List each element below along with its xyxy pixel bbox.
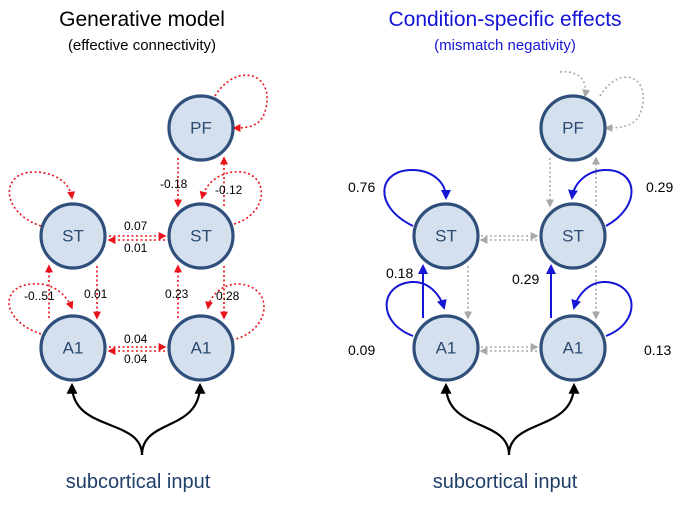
left-input-arrow-a1-right	[140, 382, 206, 456]
edge-label-a1-a1-top: 0.04	[124, 332, 148, 346]
edge-label-pf-st-up: -0.12	[215, 183, 243, 197]
right-input-label: subcortical input	[433, 471, 578, 493]
right-panel-subtitle: (mismatch negativity)	[434, 37, 576, 54]
a1-left-self-loop	[8, 283, 74, 335]
right-a1-left-self-loop	[385, 280, 447, 337]
edge-label-pf-st-down: -0.18	[160, 177, 188, 191]
left-node-a1-right-label: A1	[191, 339, 212, 358]
right-node-a1-right: A1	[539, 314, 607, 382]
right-node-st-right-label: ST	[562, 227, 584, 246]
left-node-st-left-label: ST	[62, 227, 84, 246]
right-node-st-right: ST	[539, 202, 607, 270]
left-node-a1-left: A1	[39, 314, 107, 382]
right-st-left-self-loop	[383, 168, 451, 227]
right-input-arrow-a1-right	[507, 382, 580, 456]
edge-label-st-st-top: 0.07	[124, 219, 148, 233]
right-edge-label-st-right-self: 0.29	[646, 179, 673, 195]
st-right-self-loop	[199, 171, 263, 225]
right-input-arrow-a1-left	[440, 382, 511, 456]
left-panel-subtitle: (effective connectivity)	[68, 37, 216, 54]
left-node-st-right-label: ST	[190, 227, 212, 246]
left-node-st-left: ST	[39, 202, 107, 270]
left-input-arrow-a1-left	[66, 382, 144, 456]
left-node-pf: PF	[167, 94, 235, 162]
edge-label-a1-a1-bottom: 0.04	[124, 352, 148, 366]
right-panel: Condition-specific effects (mismatch neg…	[348, 8, 673, 493]
st-left-self-loop	[8, 171, 76, 227]
left-node-a1-left-label: A1	[63, 339, 84, 358]
left-node-st-right: ST	[167, 202, 235, 270]
right-edge-label-st-left-self: 0.76	[348, 179, 375, 195]
right-st-right-self-loop	[568, 168, 633, 227]
left-panel-title: Generative model	[59, 8, 225, 31]
left-node-pf-label: PF	[190, 119, 212, 138]
edge-label-st-st-bottom: 0.01	[124, 241, 148, 255]
right-node-pf: PF	[539, 94, 607, 162]
edge-label-left-st-a1-down: 0.01	[84, 287, 108, 301]
edge-label-left-st-a1-up: -0..51	[24, 289, 55, 303]
right-panel-title: Condition-specific effects	[388, 8, 621, 31]
right-node-a1-left: A1	[412, 314, 480, 382]
right-node-pf-label: PF	[562, 119, 584, 138]
right-pf-self-loop	[599, 76, 645, 132]
right-pf-top-arrow	[559, 71, 591, 98]
right-a1-right-self-loop	[571, 280, 633, 337]
left-input-label: subcortical input	[66, 471, 211, 493]
right-node-a1-left-label: A1	[436, 339, 457, 358]
right-edge-label-a1-left-self: 0.09	[348, 342, 375, 358]
edge-label-right-st-a1-up: 0.23	[165, 287, 189, 301]
right-node-a1-right-label: A1	[563, 339, 584, 358]
right-edge-label-a1-right-self: 0.13	[644, 342, 671, 358]
edge-label-right-a1-self: 0.28	[216, 289, 240, 303]
right-edge-label-a1-st-left: 0.18	[386, 265, 413, 281]
left-node-a1-right: A1	[167, 314, 235, 382]
right-node-st-left-label: ST	[435, 227, 457, 246]
a1-right-self-loop	[205, 283, 265, 341]
right-node-st-left: ST	[412, 202, 480, 270]
right-edge-label-a1-st-right: 0.29	[512, 271, 539, 287]
left-panel: Generative model (effective connectivity…	[8, 8, 268, 493]
